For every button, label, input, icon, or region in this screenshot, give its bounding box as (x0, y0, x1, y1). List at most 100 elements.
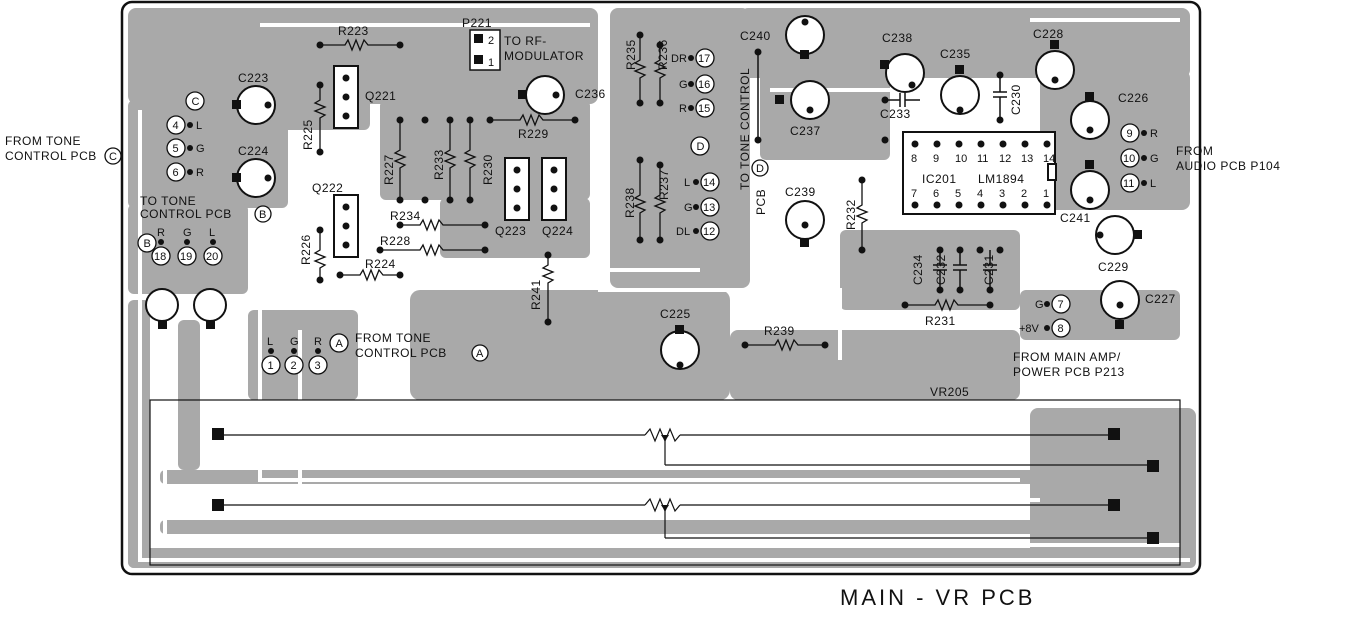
pin-circle-p16 (695, 74, 715, 94)
ref-c241: C241 (1060, 211, 1091, 225)
pin-signal-p18: R (157, 227, 165, 239)
pin-number-pA: A (336, 338, 344, 350)
ref-c235: C235 (940, 47, 971, 61)
to-tone-d-line2: PCB (754, 189, 768, 215)
resistor-symbols (313, 35, 990, 352)
ic-pad (955, 201, 963, 209)
pin-pad-p11 (1141, 180, 1147, 186)
ic-pad (1043, 140, 1051, 148)
ref-q222: Q222 (312, 181, 343, 195)
ref-c224: C224 (238, 144, 269, 158)
pin-signal-p8: +8V (1019, 323, 1040, 335)
ref-c240: C240 (740, 29, 771, 43)
pin-number-p14: 14 (703, 177, 715, 189)
from-audio-line2: AUDIO PCB P104 (1176, 159, 1280, 173)
pin-number-p12: 12 (703, 226, 715, 238)
pin-circle-p10 (1120, 148, 1140, 168)
ic-pin-label: 3 (999, 188, 1005, 200)
pin-signal-p4: L (196, 120, 202, 132)
ref-c227: C227 (1145, 292, 1176, 306)
pin-circle-p19 (177, 246, 197, 266)
pin-number-p19: 19 (180, 251, 192, 263)
ic-pin-label: 5 (955, 188, 961, 200)
ref-c237: C237 (790, 124, 821, 138)
pin-number-p9: 9 (1127, 128, 1133, 140)
ic-pad (911, 201, 919, 209)
ref-r235: R235 (624, 39, 638, 70)
pin-number-p11: 11 (1123, 178, 1134, 190)
ic-pin-label: 9 (933, 153, 939, 165)
pin-number-p7: 7 (1058, 299, 1064, 311)
ic-pad (933, 140, 941, 148)
pin-number-p17: 17 (698, 53, 710, 65)
from-tone-c-mark: C (109, 151, 117, 163)
pin-circle-pD (690, 136, 710, 156)
pin-circle-p3 (308, 355, 328, 375)
pin-number-p2: 2 (291, 360, 297, 372)
pin-circle-p14 (700, 172, 720, 192)
ic-pad (1021, 140, 1029, 148)
ref-r238: R238 (623, 187, 637, 218)
ic-pin-label: 11 (977, 153, 988, 165)
ref-c239: C239 (785, 185, 816, 199)
pin-pad-p7 (1044, 301, 1050, 307)
pin-circle-p9 (1120, 123, 1140, 143)
ref-r230: R230 (481, 154, 495, 185)
pin-signal-p2: G (290, 336, 299, 348)
pin-pad-p18 (158, 239, 164, 245)
pin-pad-p4 (187, 122, 193, 128)
pin-circle-pB (137, 233, 157, 253)
pin-signal-p14: L (684, 177, 690, 189)
pin-pad-p5 (187, 145, 193, 151)
pin-signal-p11: L (1150, 178, 1156, 190)
pin-pad-p12 (693, 228, 699, 234)
pin-pad-p20 (210, 239, 216, 245)
vr205-label: VR205 (930, 385, 969, 399)
pin-number-p3: 3 (315, 360, 321, 372)
ic-pad (999, 201, 1007, 209)
from-tone-a-mark: A (476, 348, 484, 360)
pin-circle-p17 (695, 48, 715, 68)
pin-signal-p10: G (1150, 153, 1159, 165)
ref-c231: C231 (982, 254, 996, 285)
ic-pin-label: 1 (1043, 188, 1049, 200)
pin-number-p4: 4 (173, 120, 179, 132)
ref-r224: R224 (365, 257, 396, 271)
pin-circle-pA (329, 333, 349, 353)
pin-signal-p3: R (314, 336, 322, 348)
pin-signal-p5: G (196, 143, 205, 155)
pin-pad-p19 (184, 239, 190, 245)
from-tone-a-line1: FROM TONE (355, 331, 431, 345)
pin-number-p15: 15 (698, 103, 710, 115)
ref-r228: R228 (380, 234, 411, 248)
from-tone-c-line1: FROM TONE (5, 134, 81, 148)
pin-signal-p7: G (1035, 299, 1044, 311)
pin-pad-p10 (1141, 155, 1147, 161)
ref-c230: C230 (1009, 84, 1023, 115)
pin-circle-p12 (700, 221, 720, 241)
to-tone-b-line1: TO TONE (140, 194, 196, 208)
pin-number-p13: 13 (703, 202, 715, 214)
pin-pad-p3 (315, 348, 321, 354)
p221-label: P221 (462, 16, 492, 30)
ref-r231: R231 (925, 314, 956, 328)
pin-circle-p6 (166, 162, 186, 182)
pin-number-p20: 20 (206, 251, 218, 263)
pin-signal-p6: R (196, 167, 204, 179)
to-tone-b-mark: B (259, 209, 266, 221)
pin-number-p18: 18 (154, 251, 166, 263)
pin-circle-p7 (1051, 294, 1071, 314)
ref-c228: C228 (1033, 27, 1064, 41)
pin-number-p5: 5 (173, 143, 179, 155)
capacitor-pads (158, 18, 1142, 369)
pin-signal-p15: R (679, 103, 687, 115)
ref-r236: R236 (656, 39, 670, 70)
ic-pin-label: 14 (1043, 153, 1055, 165)
ic-pad (999, 140, 1007, 148)
ref-r234: R234 (390, 209, 421, 223)
ref-r225: R225 (301, 119, 315, 150)
ref-c233: C233 (880, 107, 911, 121)
pin-pad-p6 (187, 169, 193, 175)
